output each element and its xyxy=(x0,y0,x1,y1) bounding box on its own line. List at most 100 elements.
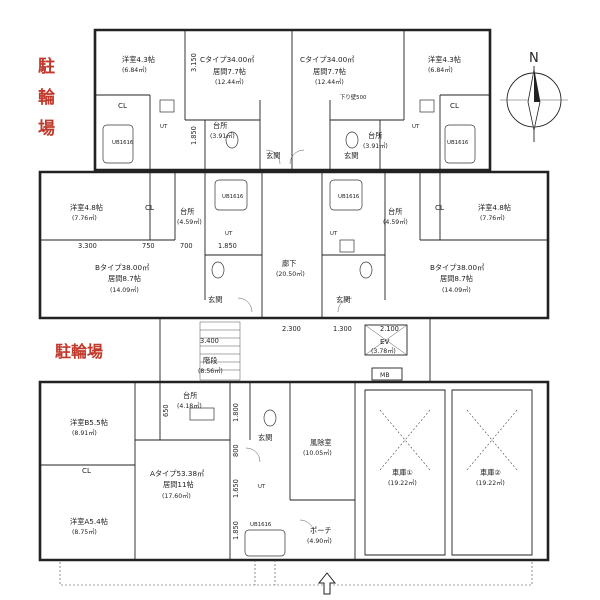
a-kitchen-name: 台所 xyxy=(183,391,197,400)
mr-closet: CL xyxy=(435,203,444,212)
tr-ut: UT xyxy=(412,124,420,130)
a-entrance: 玄関 xyxy=(258,433,272,442)
tr-western-room-name: 洋室4.3帖 xyxy=(428,55,461,64)
ml-western-room-name: 洋室4.8帖 xyxy=(70,203,103,212)
tr-kitchen-area: (3.91㎡) xyxy=(363,142,388,150)
mr-entrance: 玄関 xyxy=(336,295,350,304)
elevator-name: EV xyxy=(380,337,390,346)
parking-label-middle: 駐輪場 xyxy=(55,342,103,361)
bathtub-icon xyxy=(102,124,476,557)
ml-dim-700: 700 xyxy=(180,242,193,250)
mr-kitchen-name: 台所 xyxy=(388,207,402,216)
corridor-dim-1300: 1.300 xyxy=(333,325,352,333)
ml-kitchen-area: (4.59㎡) xyxy=(177,218,202,226)
mr-living-size: 居間8.7帖 xyxy=(440,274,473,283)
entrance-arrow-icon xyxy=(317,572,337,595)
meter-box-label: MB xyxy=(380,372,390,379)
tl-living-size: 居間7.7帖 xyxy=(213,67,246,76)
ml-living-type: Bタイプ38.00㎡ xyxy=(95,263,149,272)
toilet-icon xyxy=(211,131,373,427)
ml-kitchen-name: 台所 xyxy=(180,207,194,216)
tr-living-type: Cタイプ34.00㎡ xyxy=(300,55,354,64)
elevator-box xyxy=(364,324,408,356)
garage2-name: 車庫② xyxy=(480,468,501,477)
garage2-area: (19.22㎡) xyxy=(476,479,505,487)
a-dim-1850: 1.850 xyxy=(232,521,240,540)
a-bath: UB1616 xyxy=(250,522,272,528)
site-boundary xyxy=(59,562,533,586)
tl-living-area: (12.44㎡) xyxy=(215,78,244,86)
parking-label-top-1: 駐 xyxy=(38,56,55,77)
corridor-dim-2100: 2.100 xyxy=(380,325,399,333)
compass-north-label: N xyxy=(529,51,539,66)
ml-ut: UT xyxy=(225,231,233,237)
parking-label-top-2: 輪 xyxy=(38,87,56,108)
tl-bath: UB1616 xyxy=(112,140,134,146)
tr-living-size: 居間7.7帖 xyxy=(313,67,346,76)
connector-walls xyxy=(159,318,431,382)
mr-bath: UB1616 xyxy=(338,194,360,200)
wind-room-area: (10.05㎡) xyxy=(303,449,332,457)
a-ut: UT xyxy=(258,484,266,490)
tr-western-room-area: (6.84㎡) xyxy=(428,66,453,74)
mid-block-partitions xyxy=(40,172,548,318)
ml-living-size: 居間8.7帖 xyxy=(108,274,141,283)
a-western-b-area: (8.91㎡) xyxy=(72,429,97,437)
tl-western-room-name: 洋室4.3帖 xyxy=(122,55,155,64)
a-closet: CL xyxy=(82,466,91,475)
tr-living-area: (12.44㎡) xyxy=(315,78,344,86)
tl-closet: CL xyxy=(118,101,127,110)
meter-box xyxy=(371,367,403,381)
ml-dim-750: 750 xyxy=(142,242,155,250)
corridor-area: (20.50㎡) xyxy=(276,270,305,278)
mr-western-room-area: (7.76㎡) xyxy=(480,214,505,222)
wind-room-name: 風除室 xyxy=(310,438,332,447)
door-swings xyxy=(237,149,353,535)
tr-closet: CL xyxy=(450,101,459,110)
tl-kitchen-name: 台所 xyxy=(213,121,227,130)
mr-living-type: Bタイプ38.00㎡ xyxy=(430,263,484,272)
tr-kitchen-name: 台所 xyxy=(368,131,382,140)
mr-ut: UT xyxy=(330,231,338,237)
parking-label-top-3: 場 xyxy=(38,119,55,139)
mr-western-room-name: 洋室4.8帖 xyxy=(478,203,511,212)
garage-marks xyxy=(379,409,518,471)
top-block-partitions xyxy=(95,30,490,170)
a-living-type: Aタイプ53.38㎡ xyxy=(150,469,204,478)
corridor-name: 廊下 xyxy=(282,259,296,268)
tl-kitchen-area: (3.91㎡) xyxy=(210,132,235,140)
ml-living-area: (14.09㎡) xyxy=(110,286,139,294)
a-western-b-name: 洋室B5.5帖 xyxy=(70,418,108,427)
tr-entrance: 玄関 xyxy=(344,151,358,160)
ml-bath: UB1616 xyxy=(222,194,244,200)
compass-icon: N xyxy=(500,51,568,142)
corridor-dim-2300: 2.300 xyxy=(282,325,301,333)
ml-entrance: 玄関 xyxy=(208,295,222,304)
tr-bath: UB1616 xyxy=(447,140,469,146)
sink-icon xyxy=(159,99,435,421)
ml-dim-1850: 1.850 xyxy=(218,242,237,250)
tl-living-type: Cタイプ34.00㎡ xyxy=(200,55,254,64)
mr-kitchen-area: (4.59㎡) xyxy=(383,218,408,226)
ml-dim-width: 3.300 xyxy=(78,242,97,250)
ml-closet: CL xyxy=(145,203,154,212)
stairs-icon xyxy=(199,321,241,381)
a-living-size: 居間11帖 xyxy=(163,480,194,489)
bottom-block-partitions xyxy=(40,382,533,560)
elevator-area: (3.78㎡) xyxy=(371,347,396,355)
tl-ut: UT xyxy=(160,124,168,130)
a-western-a-name: 洋室A5.4帖 xyxy=(70,517,108,526)
tr-lowered-ceiling: 下り壁500 xyxy=(340,93,367,101)
bottom-block-outline xyxy=(38,380,550,562)
corridor-dim-3400: 3.400 xyxy=(200,337,219,345)
a-kitchen-area: (4.18㎡) xyxy=(177,402,202,410)
stairs-area: (8.56㎡) xyxy=(198,367,223,375)
stairs-name: 階段 xyxy=(203,356,217,365)
a-dim-800: 800 xyxy=(232,444,240,457)
ml-western-room-area: (7.76㎡) xyxy=(72,214,97,222)
garage1-name: 車庫① xyxy=(392,468,413,477)
a-dim-1650: 1.650 xyxy=(232,479,240,498)
mr-living-area: (14.09㎡) xyxy=(442,286,471,294)
tl-dim-b: 1.850 xyxy=(190,126,198,145)
